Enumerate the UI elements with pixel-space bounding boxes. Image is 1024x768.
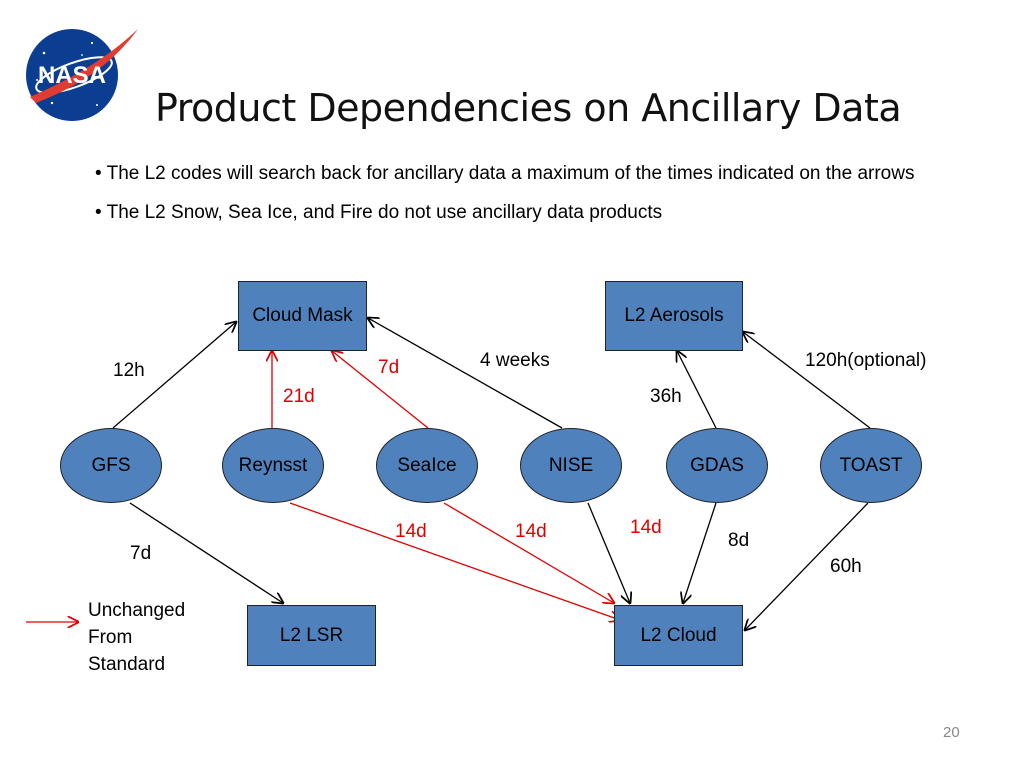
edge-label-gdas-cloud: 8d: [728, 530, 750, 551]
edge-label-nise-cloud: 14d: [630, 517, 662, 538]
edge-label-toast-aerosols: 120h(optional): [805, 350, 927, 371]
page-title: Product Dependencies on Ancillary Data: [155, 86, 902, 130]
legend-line: Standard: [88, 654, 166, 675]
arrow-seaice-cloudmask: [332, 351, 429, 429]
product-cloud-mask: Cloud Mask: [238, 281, 367, 351]
legend-line: Unchanged: [88, 600, 186, 621]
arrow-toast-aerosols: [743, 332, 871, 429]
product-label: Cloud Mask: [252, 305, 353, 326]
product-l2-lsr: L2 LSR: [247, 605, 376, 666]
edge-label-toast-cloud: 60h: [830, 556, 862, 577]
source-label: NISE: [548, 454, 594, 476]
edge-label-reynsst-cloudmask: 21d: [283, 386, 315, 407]
source-reynsst: Reynsst: [222, 428, 324, 503]
legend-line: From: [88, 627, 133, 648]
arrow-toast-cloud: [745, 502, 869, 630]
edge-label-gfs-cloudmask: 12h: [113, 360, 145, 381]
bullet-item: • The L2 Snow, Sea Ice, and Fire do not …: [95, 202, 663, 223]
product-label: L2 LSR: [279, 624, 344, 646]
edge-label-gfs-lsr: 7d: [130, 543, 152, 564]
source-gfs: GFS: [60, 428, 162, 503]
edge-label-seaice-cloudmask: 7d: [378, 357, 400, 378]
bullet-item: • The L2 codes will search back for anci…: [95, 163, 915, 184]
source-label: TOAST: [839, 454, 903, 476]
source-gdas: GDAS: [666, 428, 768, 503]
edge-label-gdas-aerosols: 36h: [650, 386, 682, 407]
arrow-seaice-cloud: [443, 502, 614, 603]
edge-label-reynsst-cloud: 14d: [395, 521, 427, 542]
source-label: Reynsst: [238, 454, 308, 476]
source-label: SeaIce: [397, 454, 457, 476]
bullet-list: • The L2 codes will search back for anci…: [95, 160, 965, 238]
product-l2-cloud: L2 Cloud: [614, 605, 743, 666]
edge-label-nise-cloudmask: 4 weeks: [480, 350, 550, 371]
source-seaice: SeaIce: [376, 428, 478, 503]
legend: Unchanged From Standard: [88, 597, 185, 678]
nasa-logo-text: NASA: [38, 62, 106, 89]
source-nise: NISE: [520, 428, 622, 503]
source-toast: TOAST: [820, 428, 922, 503]
arrow-gfs-lsr: [129, 502, 283, 603]
arrow-nise-cloudmask: [368, 318, 563, 429]
nasa-logo: NASA: [26, 29, 138, 121]
page-number: 20: [943, 724, 960, 741]
arrow-reynsst-cloud: [289, 502, 620, 620]
source-label: GDAS: [690, 454, 744, 476]
product-l2-aerosols: L2 Aerosols: [605, 281, 743, 351]
arrow-gdas-aerosols: [677, 351, 717, 429]
arrow-nise-cloud: [587, 502, 630, 603]
product-label: L2 Aerosols: [624, 305, 724, 326]
source-label: GFS: [91, 454, 131, 476]
product-label: L2 Cloud: [640, 624, 717, 646]
arrow-gdas-cloud: [683, 502, 717, 603]
arrow-gfs-cloudmask: [112, 322, 236, 429]
edge-label-seaice-cloud: 14d: [515, 521, 547, 542]
